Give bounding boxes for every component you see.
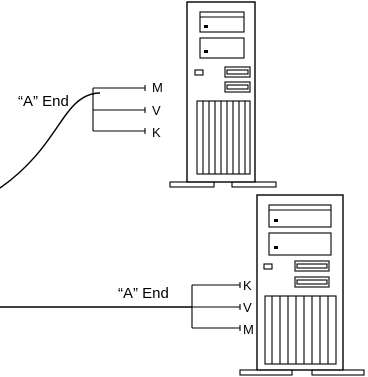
top-tower-computer — [169, 1, 277, 188]
top-pin-label-2: V — [152, 103, 161, 118]
bottom-pin-label-1: K — [243, 278, 252, 293]
bottom-end-label: “A” End — [118, 285, 169, 302]
top-pin-label-3: K — [152, 125, 161, 140]
bottom-pin-label-2: V — [243, 300, 252, 315]
top-cable — [0, 92, 101, 189]
top-end-label: “A” End — [18, 93, 69, 110]
bottom-pin-bracket — [191, 282, 241, 331]
top-assembly: “A” End M V K — [0, 1, 277, 189]
bottom-tower-computer — [239, 194, 365, 376]
top-pin-bracket — [92, 85, 146, 134]
bottom-assembly: “A” End K V M — [0, 194, 365, 376]
top-pin-label-1: M — [152, 80, 163, 95]
bottom-pin-label-3: M — [243, 322, 254, 337]
